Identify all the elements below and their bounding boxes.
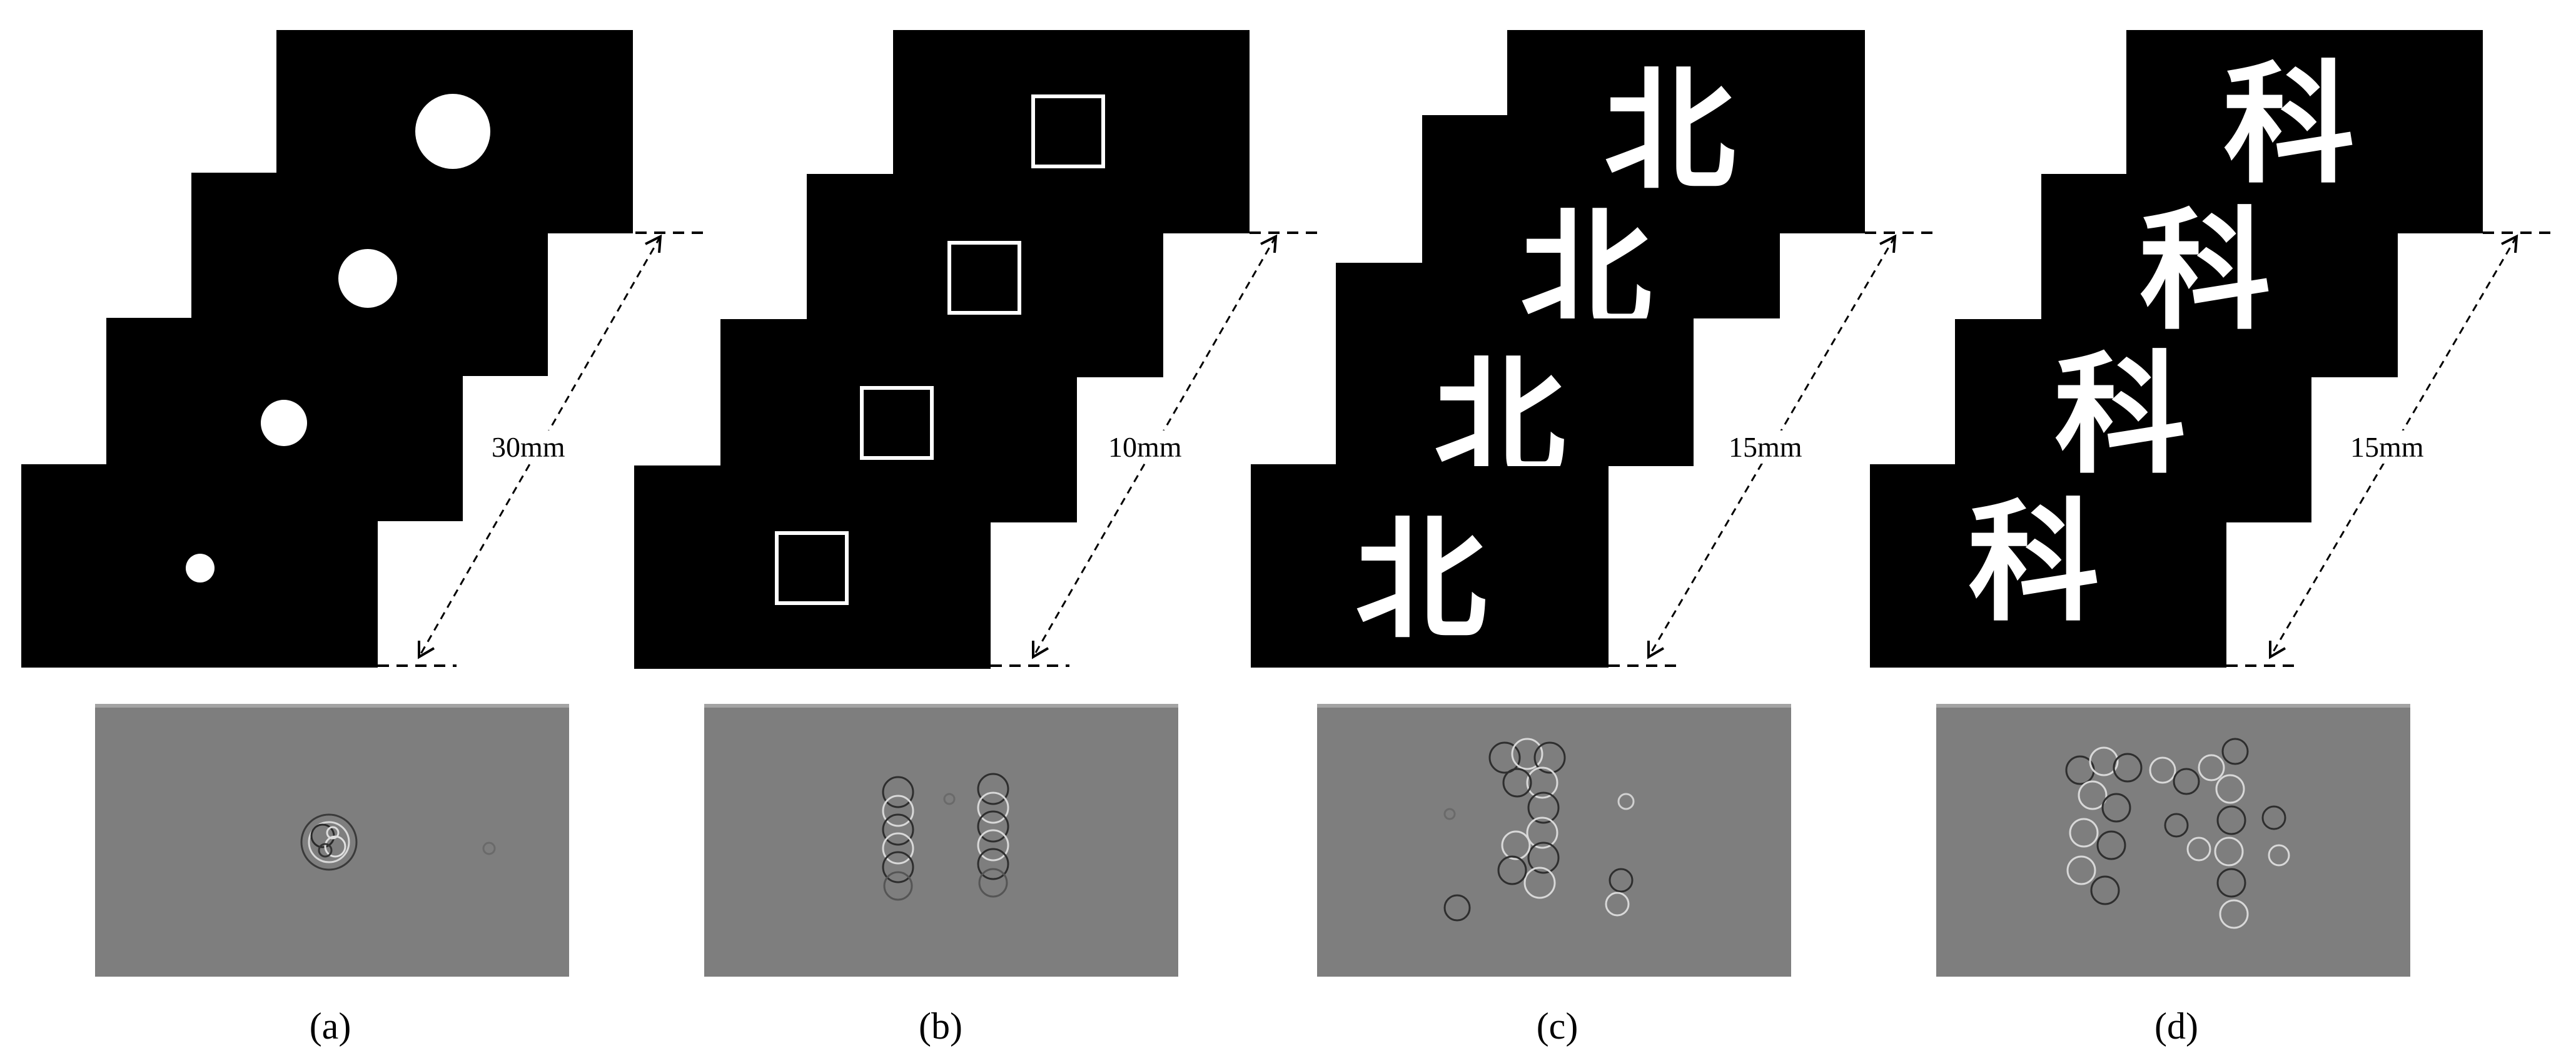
square-object-3 [947, 241, 1021, 315]
arrow-head-top [645, 234, 662, 253]
arrow-head-bottom [1032, 641, 1049, 659]
square-object-1 [775, 531, 849, 605]
layered-planes: 科 科 科 科 [1870, 30, 2555, 668]
arrow-head-bottom [2269, 641, 2286, 659]
distance-label: 15mm [1726, 430, 1805, 464]
panel-b: 10mm (b) [632, 0, 1323, 1063]
arrow-head-top [1879, 234, 1897, 253]
square-object-4 [1031, 94, 1105, 168]
panel-c: 北 北 北 北 15mm [1245, 0, 1936, 1063]
square-object-2 [860, 386, 934, 460]
distance-label: 10mm [1106, 430, 1184, 464]
arrow-head-top [1260, 234, 1278, 253]
circle-object-2 [261, 400, 307, 446]
plane-stack: 10mm [632, 0, 1323, 676]
hologram-rings [882, 773, 1009, 901]
arrow-head-bottom [1647, 641, 1665, 659]
hologram-image [1317, 704, 1791, 977]
hologram-rings [1443, 738, 1635, 922]
plane-1 [634, 465, 991, 669]
circle-object-3 [338, 249, 397, 308]
character-object-2: 北 [1434, 343, 1565, 497]
character-object-4: 科 [2223, 48, 2355, 201]
plane-stack: 北 北 北 北 15mm [1245, 0, 1936, 676]
plane-stack: 科 科 科 科 15mm [1864, 0, 2555, 676]
character-object-1: 北 [1355, 504, 1487, 657]
hologram-image [95, 704, 569, 977]
layered-planes [21, 30, 710, 668]
hologram-image [704, 704, 1178, 977]
layered-planes [634, 30, 1323, 669]
hologram-rings [300, 813, 496, 871]
character-object-1: 科 [1968, 486, 2099, 639]
distance-label: 30mm [489, 430, 568, 464]
character-object-3: 北 [1520, 196, 1652, 349]
character-object-3: 科 [2139, 195, 2271, 348]
character-object-4: 北 [1604, 54, 1735, 208]
plane-1 [1870, 464, 2226, 668]
plane-1 [1251, 464, 1609, 668]
panel-caption: (c) [1536, 1005, 1578, 1047]
panel-caption: (d) [2154, 1005, 2198, 1047]
plane-stack: 30mm [19, 0, 710, 676]
panel-a: 30mm (a) [19, 0, 710, 1063]
hologram-image [1936, 704, 2410, 977]
circle-object-1 [186, 554, 215, 582]
layered-planes: 北 北 北 北 [1251, 30, 1936, 668]
panel-caption: (b) [919, 1005, 962, 1047]
character-object-2: 科 [2054, 338, 2186, 492]
arrow-head-bottom [418, 641, 435, 659]
distance-label: 15mm [2348, 430, 2427, 464]
arrow-head-top [2501, 234, 2518, 253]
hologram-rings [2065, 738, 2290, 929]
panel-caption: (a) [309, 1005, 351, 1047]
panel-d: 科 科 科 科 15mm [1864, 0, 2555, 1063]
plane-2 [1336, 263, 1694, 466]
circle-object-4 [415, 94, 490, 169]
